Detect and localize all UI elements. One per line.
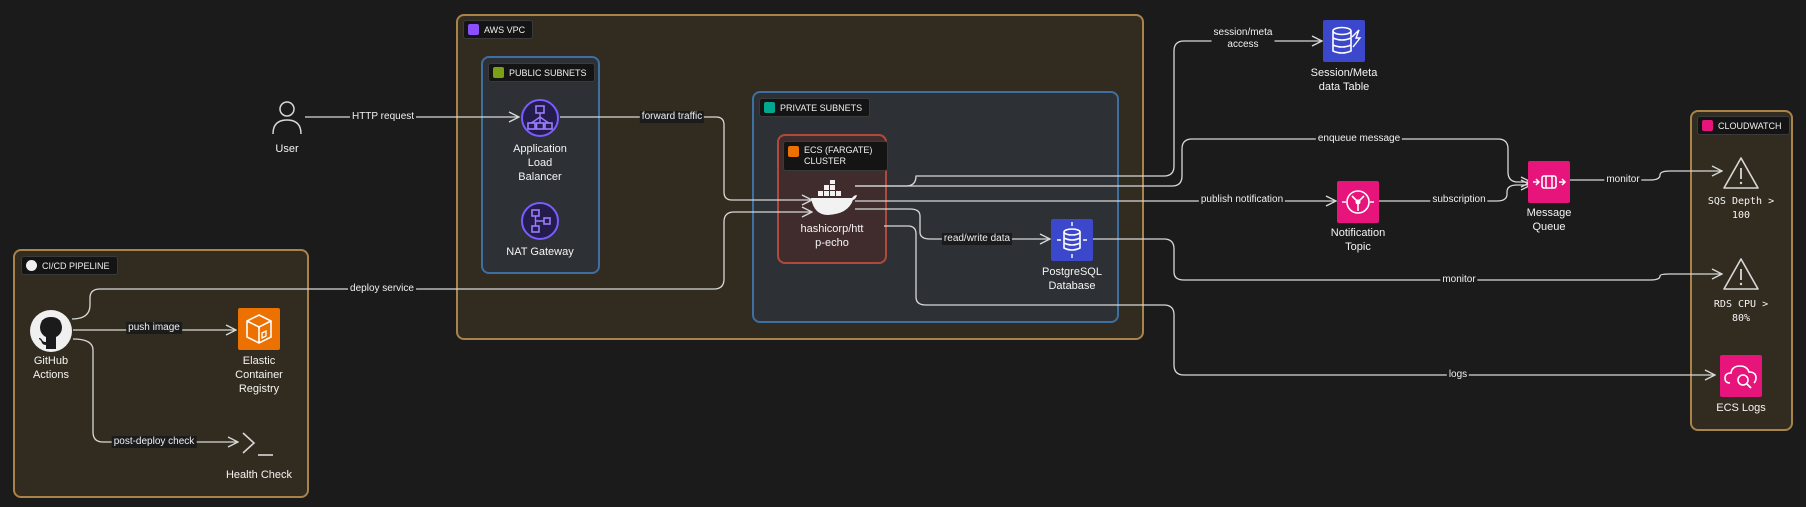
load-balancer-label-line2: Load	[527, 157, 553, 169]
notification-topic-label: Notification Topic	[1331, 226, 1385, 254]
edge-label-http-request: HTTP request	[349, 111, 417, 123]
ecr-label-line1: Elastic	[242, 355, 276, 367]
group-tag-private-subnets: PRIVATE SUBNETS	[759, 98, 871, 117]
ecr-label: Elastic Container Registry	[235, 354, 283, 396]
message-queue-label-line1: Message	[1526, 207, 1572, 219]
nat-gateway-label: NAT Gateway	[506, 246, 574, 258]
notification-topic-label-line2: Topic	[1345, 241, 1371, 253]
edge-deploy-service	[71, 212, 812, 320]
rds-alarm-label: RDS CPU > 80%	[1714, 298, 1768, 326]
nat-gateway-icon[interactable]	[520, 201, 560, 241]
load-balancer-label-line3: Balancer	[518, 171, 562, 183]
ecs-logs-label: ECS Logs	[1716, 402, 1766, 414]
ecs-icon	[788, 146, 799, 157]
sns-topic-icon[interactable]	[1337, 181, 1379, 223]
group-title-aws-vpc: AWS VPC	[484, 24, 526, 35]
edge-read-write-data	[855, 208, 1050, 239]
load-balancer-icon[interactable]	[520, 98, 560, 138]
postgres-database-icon[interactable]	[1051, 219, 1093, 261]
postgres-label-line1: PostgreSQL	[1042, 266, 1102, 278]
message-queue-label: Message Queue	[1527, 206, 1572, 234]
group-cicd-pipeline	[13, 249, 309, 498]
rds-alarm-warning-icon[interactable]	[1721, 256, 1761, 292]
load-balancer-label: Application Load Balancer	[513, 142, 567, 184]
postgres-label: PostgreSQL Database	[1042, 265, 1102, 293]
health-check-label: Health Check	[225, 469, 293, 481]
edge-monitor-rds	[1093, 238, 1722, 281]
sqs-alarm-label: SQS Depth > 100	[1708, 195, 1774, 223]
postgres-label-line2: Database	[1048, 280, 1096, 292]
edge-logs	[884, 225, 1715, 375]
group-tag-public-subnets: PUBLIC SUBNETS	[488, 63, 595, 82]
ecr-registry-icon[interactable]	[238, 308, 280, 350]
app-label-line2: p-echo	[815, 237, 849, 249]
github-actions-label-line1: GitHub	[33, 355, 69, 367]
group-title-ecs-cluster: ECS (FARGATE) CLUSTER	[804, 145, 873, 166]
edge-label-session-access-line2: access	[1227, 39, 1259, 50]
github-actions-label-line2: Actions	[32, 369, 70, 381]
dynamodb-table-icon[interactable]	[1323, 20, 1365, 62]
session-table-label: Session/Meta data Table	[1311, 66, 1378, 94]
group-tag-aws-vpc: AWS VPC	[463, 20, 534, 39]
group-title-public-subnets: PUBLIC SUBNETS	[509, 67, 587, 78]
app-label-line1: hashicorp/htt	[800, 223, 864, 235]
edge-monitor-sqs	[1570, 171, 1722, 181]
load-balancer-label-line1: Application	[513, 143, 567, 155]
group-tag-cloudwatch: CLOUDWATCH	[1697, 116, 1790, 135]
group-tag-cicd-pipeline: CI/CD PIPELINE	[21, 256, 118, 275]
sqs-alarm-warning-icon[interactable]	[1721, 155, 1761, 191]
session-table-label-line1: Session/Meta	[1310, 67, 1378, 79]
edge-label-publish-notification: publish notification	[1198, 194, 1286, 206]
notification-topic-label-line1: Notification	[1330, 227, 1386, 239]
edge-label-deploy-service: deploy service	[348, 283, 416, 295]
edge-label-forward-traffic: forward traffic	[639, 111, 705, 123]
message-queue-label-line2: Queue	[1532, 221, 1566, 233]
github-actions-label: GitHub Actions	[33, 354, 69, 382]
cloudwatch-icon	[1702, 120, 1713, 131]
vpc-icon	[468, 24, 479, 35]
github-icon[interactable]	[29, 309, 73, 353]
ecr-label-line2: Container	[235, 369, 283, 381]
edge-subscription	[1378, 185, 1531, 202]
sqs-alarm-label-line1: SQS Depth >	[1707, 196, 1775, 207]
user-icon[interactable]	[271, 100, 303, 136]
rds-alarm-label-line2: 80%	[1731, 313, 1751, 324]
group-title-cicd-pipeline: CI/CD PIPELINE	[42, 260, 110, 271]
public-subnet-icon	[493, 67, 504, 78]
sqs-alarm-label-line2: 100	[1731, 210, 1751, 221]
group-title-private-subnets: PRIVATE SUBNETS	[780, 102, 863, 113]
edge-label-subscription: subscription	[1430, 194, 1488, 206]
edge-enqueue-message	[855, 138, 1531, 186]
edge-label-enqueue-message: enqueue message	[1315, 133, 1403, 145]
edge-session-access	[855, 41, 1322, 187]
group-private-subnets	[752, 91, 1119, 323]
edge-label-push-image: push image	[126, 322, 182, 334]
edge-post-deploy-check	[72, 338, 238, 442]
app-label: hashicorp/htt p-echo	[801, 222, 864, 250]
group-title-cloudwatch: CLOUDWATCH	[1718, 120, 1782, 131]
edge-label-read-write-data: read/write data	[941, 233, 1013, 245]
session-table-label-line2: data Table	[1318, 81, 1370, 93]
docker-whale-icon[interactable]	[808, 180, 858, 218]
edge-label-monitor-sqs: monitor	[1604, 174, 1642, 186]
rds-alarm-label-line1: RDS CPU >	[1713, 299, 1769, 310]
edge-label-session-access-line1: session/meta	[1213, 27, 1273, 38]
user-label: User	[275, 143, 299, 155]
cloudwatch-logs-icon[interactable]	[1720, 355, 1762, 397]
edge-label-session-access: session/meta access	[1211, 27, 1275, 51]
github-small-icon	[26, 260, 37, 271]
edge-forward-traffic	[560, 116, 812, 200]
sqs-queue-icon[interactable]	[1528, 161, 1570, 203]
private-subnet-icon	[764, 102, 775, 113]
ecr-label-line3: Registry	[238, 383, 280, 395]
terminal-prompt-icon[interactable]	[240, 429, 276, 459]
edge-label-monitor-rds: monitor	[1440, 274, 1478, 286]
edge-label-logs: logs	[1446, 369, 1470, 381]
group-tag-ecs-cluster: ECS (FARGATE) CLUSTER	[783, 141, 888, 171]
edge-label-post-deploy-check: post-deploy check	[111, 436, 197, 448]
